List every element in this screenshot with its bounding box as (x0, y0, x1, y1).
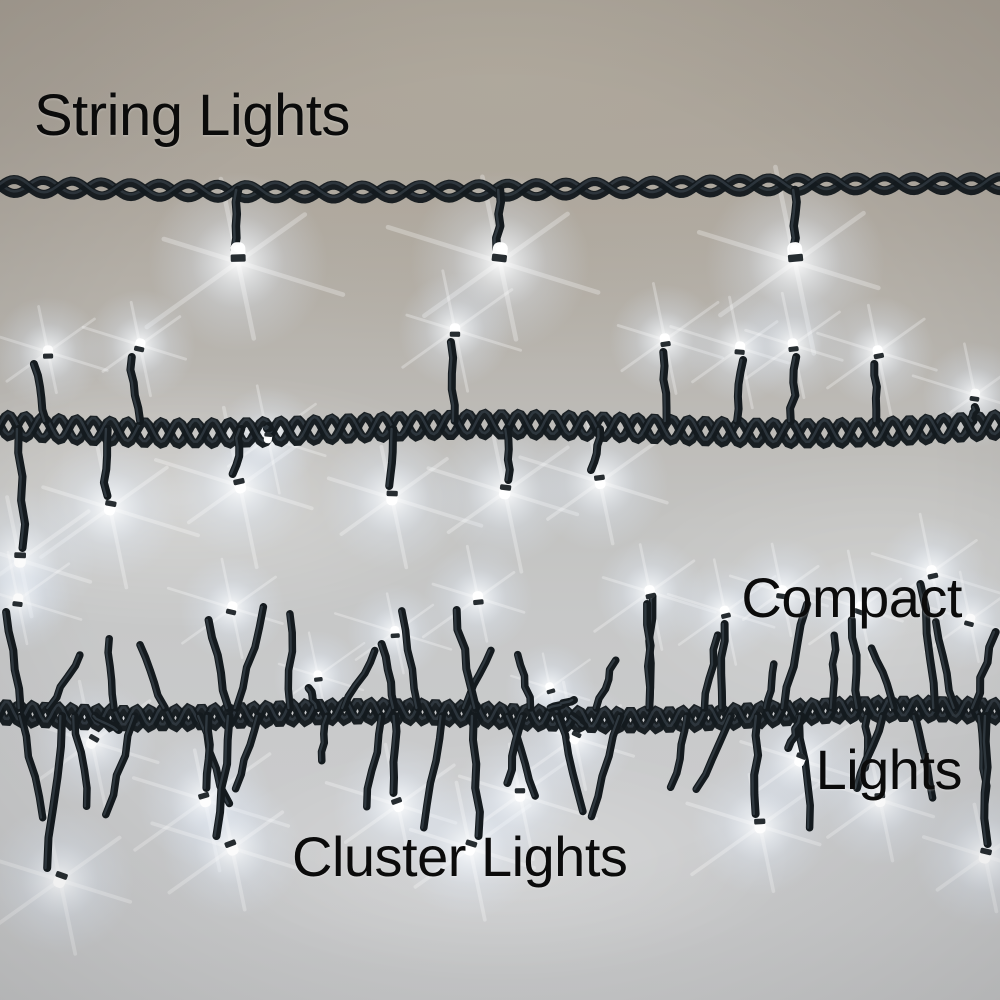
compact-lights-wires (0, 338, 1000, 552)
label-cluster-lights: Cluster Lights (292, 825, 628, 888)
label-compact-line2: Lights (815, 737, 963, 801)
cluster-lights-wires (0, 580, 1000, 872)
label-compact-lights: Compact Lights (741, 455, 962, 912)
label-string-lights: String Lights (34, 83, 350, 148)
string-lights-wires (0, 172, 1000, 255)
label-compact-line1: Compact (741, 566, 962, 630)
